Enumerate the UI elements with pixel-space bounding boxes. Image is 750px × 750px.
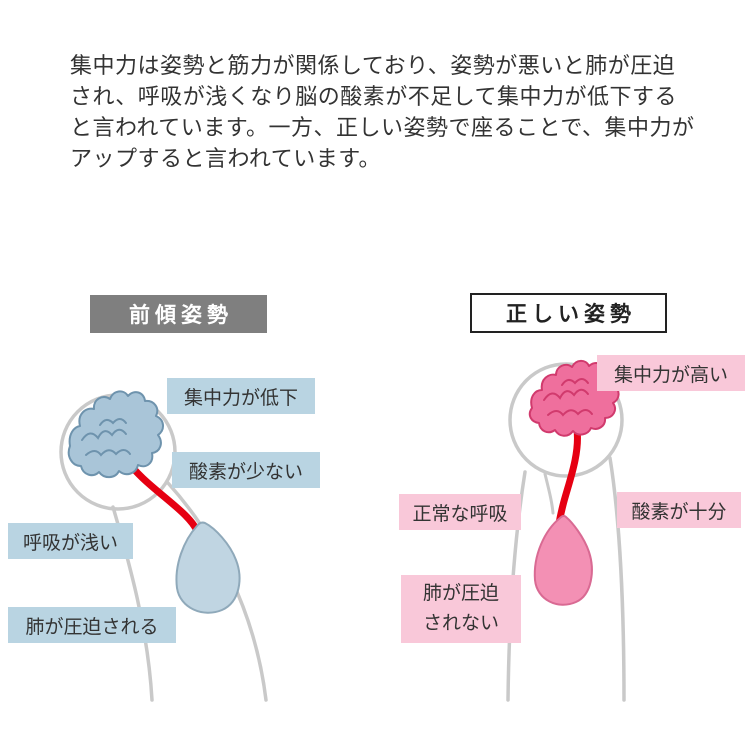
label-normal-breathing: 正常な呼吸 <box>399 494 521 530</box>
intro-line: と言われています。一方、正しい姿勢で座ることで、集中力が <box>70 115 695 140</box>
intro-paragraph: 集中力は姿勢と筋力が関係しており、姿勢が悪いと肺が圧迫 され、呼吸が浅くなり脳の… <box>70 50 710 174</box>
good-brain-fold-line <box>561 378 589 386</box>
label-line: 肺が圧迫 <box>422 583 499 604</box>
bad-brain-shape <box>67 390 164 479</box>
good-posture-figure <box>506 359 626 702</box>
good-brain-shape <box>528 359 620 437</box>
bad-brain-fold-line <box>99 418 127 426</box>
bad-airway-line <box>121 454 201 535</box>
good-brain-fold-line <box>543 388 589 401</box>
label-lungs-compressed: 肺が圧迫される <box>8 607 176 643</box>
good-brain-fold-line <box>547 409 593 417</box>
label-shallow-breathing: 呼吸が浅い <box>8 523 133 559</box>
label-concentration-low: 集中力が低下 <box>167 378 315 414</box>
good-neck-inner-line <box>543 472 555 515</box>
intro-line: 集中力は姿勢と筋力が関係しており、姿勢が悪いと肺が圧迫 <box>70 53 676 78</box>
bad-brain-fold-line <box>85 449 131 457</box>
good-lung-shape <box>533 514 593 606</box>
good-back-outline <box>608 456 626 702</box>
bad-posture-figure <box>59 390 268 702</box>
intro-line: アップすると言われています。 <box>70 146 382 171</box>
bad-posture-title: 前傾姿勢 <box>90 295 267 333</box>
label-oxygen-sufficient: 酸素が十分 <box>617 492 741 528</box>
label-oxygen-low: 酸素が少ない <box>172 452 320 488</box>
intro-line: され、呼吸が浅くなり脳の酸素が不足して集中力が低下する <box>70 84 678 109</box>
good-posture-title: 正しい姿勢 <box>470 293 667 333</box>
label-line: されない <box>422 613 499 634</box>
label-lungs-not-compressed: 肺が圧迫 されない <box>401 575 521 643</box>
bad-brain-fold-line <box>81 428 127 441</box>
bad-lung-shape <box>175 521 241 614</box>
label-concentration-high: 集中力が高い <box>597 355 745 391</box>
